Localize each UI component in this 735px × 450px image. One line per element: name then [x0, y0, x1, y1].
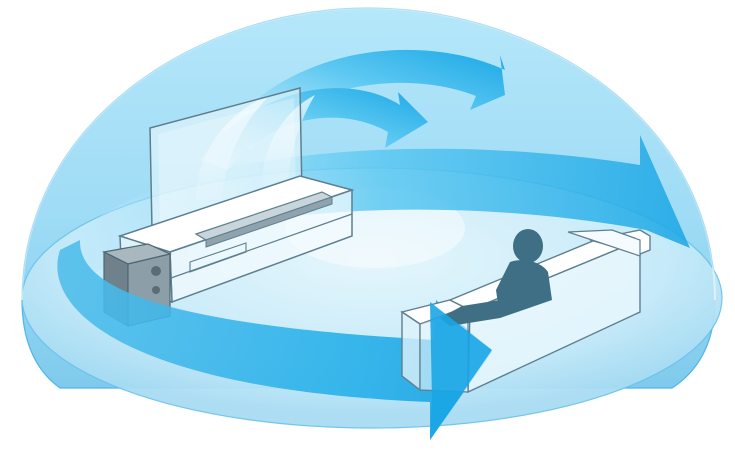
- front-arrow-head: [430, 302, 492, 440]
- top-arrow-small: [200, 88, 428, 170]
- listener: [440, 229, 552, 326]
- soundbar: [194, 191, 334, 248]
- top-arrow-large: [225, 49, 505, 150]
- front-ring-arrow: [57, 240, 492, 440]
- dome-rim: [21, 6, 716, 301]
